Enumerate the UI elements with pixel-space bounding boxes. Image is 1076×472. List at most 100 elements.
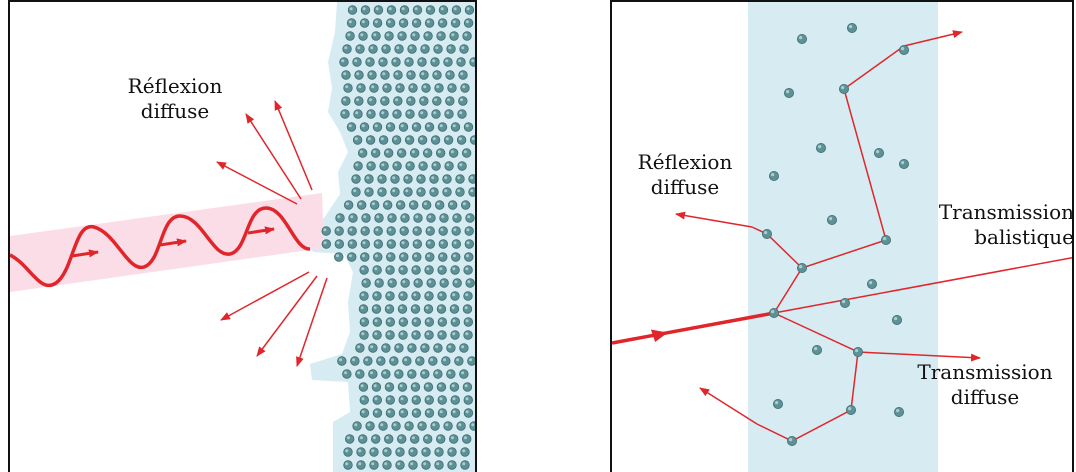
particle-highlight (440, 410, 443, 413)
particle (356, 370, 365, 379)
particle-highlight (389, 7, 392, 10)
particle-highlight (418, 189, 421, 192)
particle-highlight (467, 241, 470, 244)
particle (365, 188, 374, 197)
particle-highlight (388, 410, 391, 413)
particle-highlight (453, 228, 456, 231)
particle (410, 435, 419, 444)
particle-highlight (374, 293, 377, 296)
particle (335, 227, 344, 236)
particle (456, 188, 465, 197)
particle (385, 383, 394, 392)
particle-highlight (446, 111, 449, 114)
particle-highlight (422, 46, 425, 49)
particle-highlight (426, 332, 429, 335)
particle-highlight (869, 281, 872, 284)
particle (464, 266, 473, 275)
particle-highlight (436, 85, 439, 88)
particle-highlight (439, 384, 442, 387)
particle-highlight (465, 306, 468, 309)
particle-highlight (428, 241, 431, 244)
particle-highlight (361, 293, 364, 296)
particle-highlight (349, 20, 352, 23)
particle-highlight (381, 163, 384, 166)
particle-highlight (337, 215, 340, 218)
particle-highlight (469, 358, 472, 361)
particle (386, 331, 395, 340)
particle-highlight (462, 85, 465, 88)
particle (413, 227, 422, 236)
particle-highlight (347, 436, 350, 439)
particle-highlight (454, 241, 457, 244)
particle (433, 97, 442, 106)
particle-highlight (397, 449, 400, 452)
particle (397, 149, 406, 158)
particle-highlight (401, 254, 404, 257)
particle (433, 71, 442, 80)
particle (457, 422, 466, 431)
particle-highlight (413, 397, 416, 400)
particle-highlight (381, 111, 384, 114)
particle-highlight (413, 332, 416, 335)
particle-highlight (400, 306, 403, 309)
particle (434, 45, 443, 54)
particle-highlight (356, 98, 359, 101)
particle (374, 6, 383, 15)
particle-highlight (431, 189, 434, 192)
particle-highlight (901, 47, 904, 50)
particle (448, 448, 457, 457)
particle-highlight (428, 280, 431, 283)
particle (357, 461, 366, 470)
particle (463, 383, 472, 392)
particle (390, 357, 399, 366)
particle-highlight (405, 176, 408, 179)
particle (453, 279, 462, 288)
particle-highlight (472, 137, 475, 140)
particle (458, 110, 467, 119)
particle-highlight (363, 280, 366, 283)
particle-highlight (883, 237, 886, 240)
particle (375, 214, 384, 223)
particle-highlight (336, 228, 339, 231)
particle-highlight (343, 72, 346, 75)
particle-highlight (413, 293, 416, 296)
particle-highlight (350, 241, 353, 244)
particle-highlight (464, 436, 467, 439)
particle-highlight (360, 436, 363, 439)
particle-highlight (380, 59, 383, 62)
particle (379, 58, 388, 67)
particle-highlight (427, 254, 430, 257)
particle (394, 71, 403, 80)
particle-highlight (381, 137, 384, 140)
particle-highlight (423, 462, 426, 465)
particle-highlight (412, 33, 415, 36)
particle-highlight (399, 436, 402, 439)
particle (396, 84, 405, 93)
particle (448, 84, 457, 93)
particle (399, 253, 408, 262)
particle (451, 266, 460, 275)
particle-highlight (855, 349, 858, 352)
particle (444, 136, 453, 145)
label-line-2: diffuse (910, 385, 1060, 410)
particle (369, 370, 378, 379)
particle-highlight (459, 137, 462, 140)
particle (414, 214, 423, 223)
particle-highlight (421, 72, 424, 75)
particle (438, 331, 447, 340)
particle-highlight (459, 111, 462, 114)
particle-highlight (454, 215, 457, 218)
particle-highlight (454, 7, 457, 10)
particle (874, 148, 883, 157)
particle-highlight (368, 163, 371, 166)
particle-highlight (379, 189, 382, 192)
particle-highlight (449, 449, 452, 452)
particle-highlight (359, 202, 362, 205)
particle-highlight (370, 345, 373, 348)
particle (422, 461, 431, 470)
particle-highlight (391, 358, 394, 361)
particle-highlight (375, 319, 378, 322)
particle-highlight (367, 59, 370, 62)
particle-highlight (423, 449, 426, 452)
particle-highlight (420, 111, 423, 114)
